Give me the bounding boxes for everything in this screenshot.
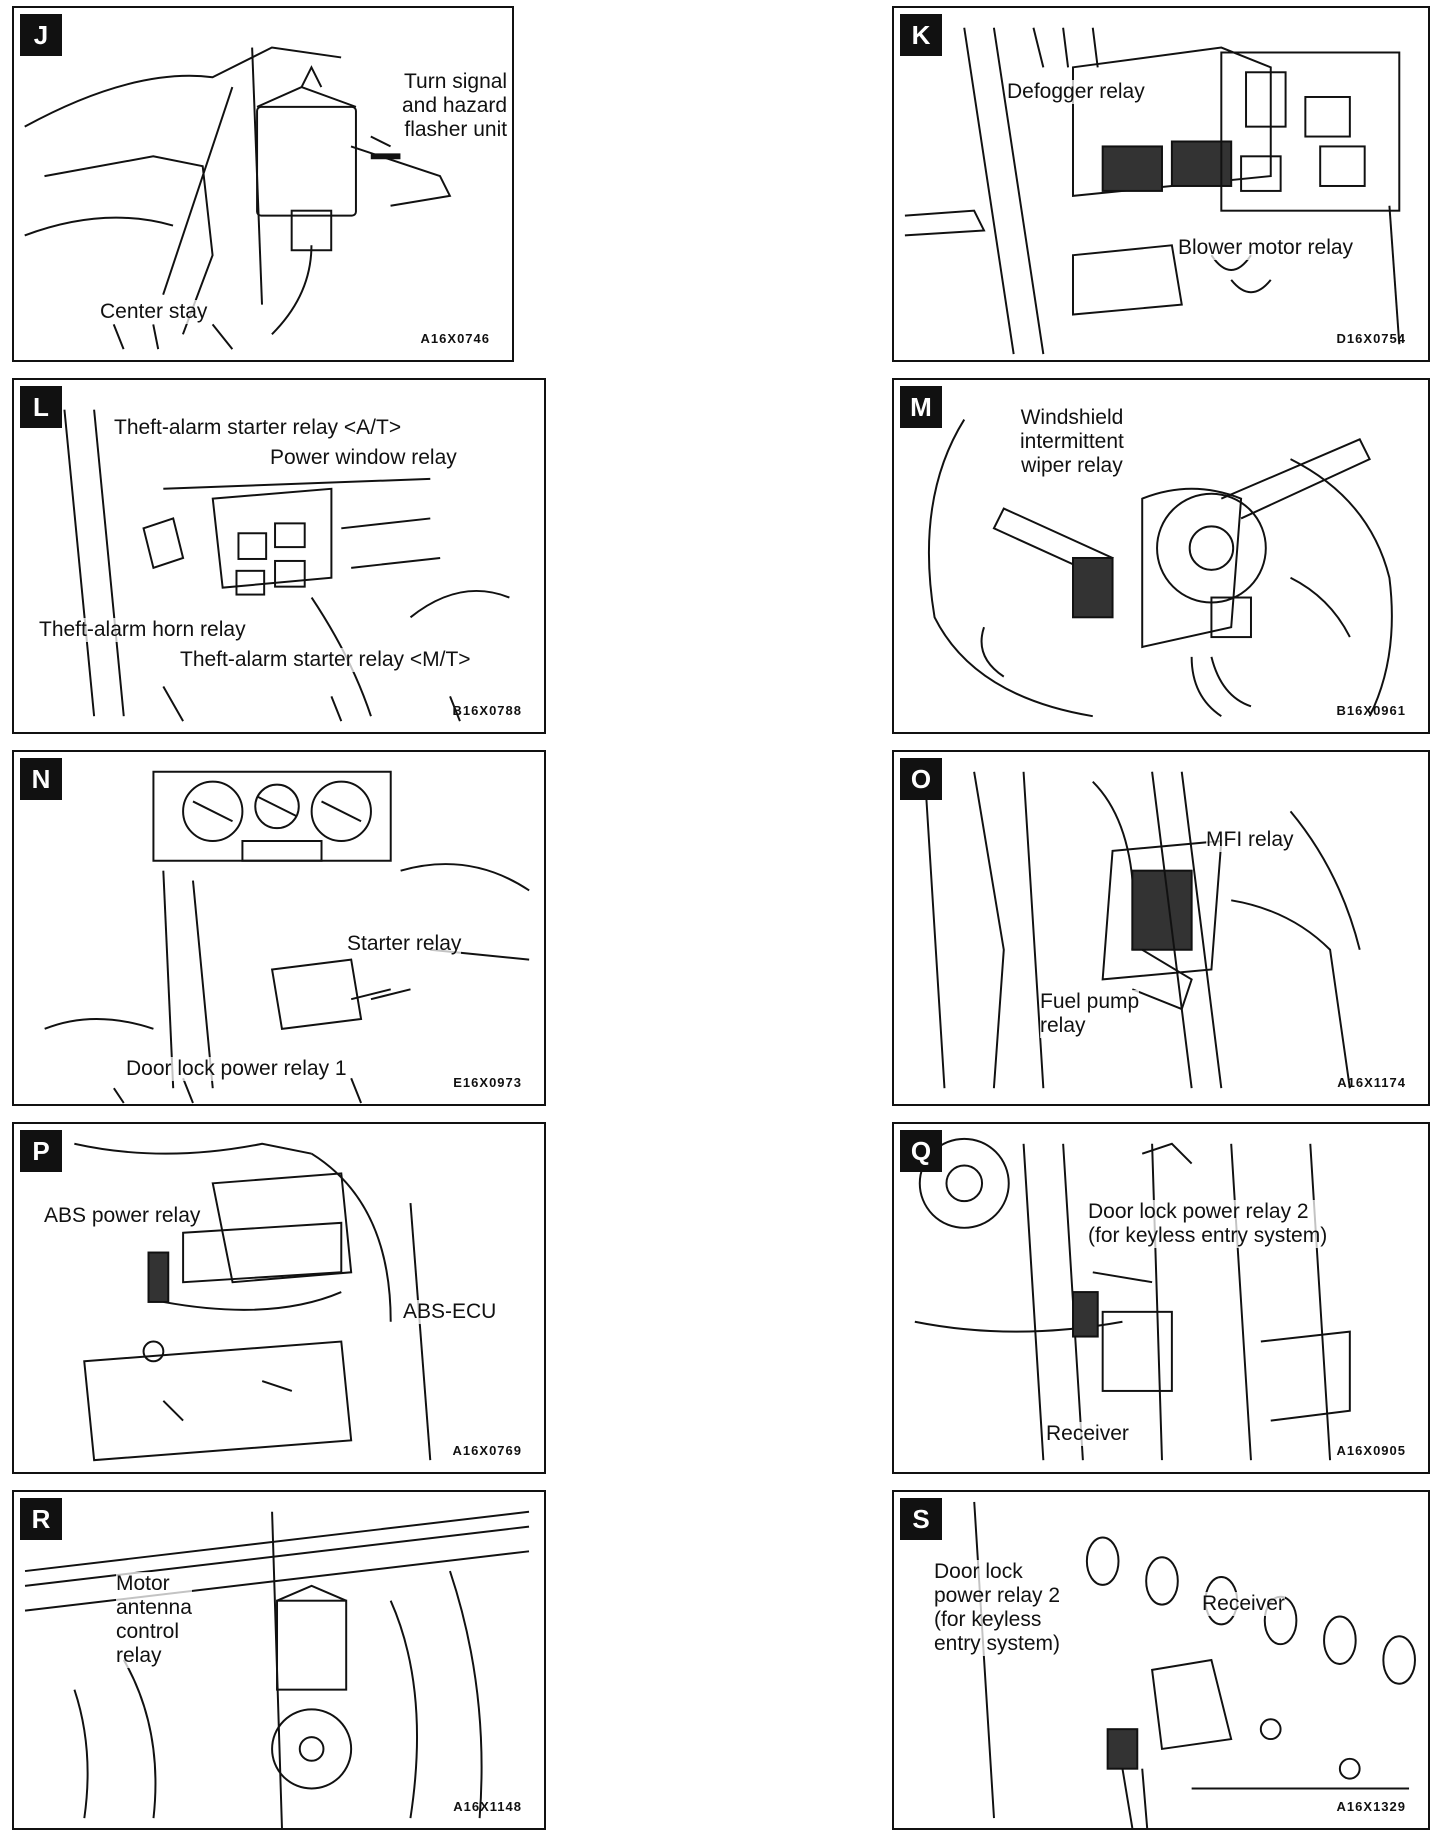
panel-k-code: D16X0754: [1336, 331, 1406, 346]
panel-k: K Defogger relay Blower motor relay D16X…: [892, 6, 1430, 362]
panel-o: O MFI relay Fuel pump relay A16X1174: [892, 750, 1430, 1106]
callout-fuel-pump-relay: Fuel pump relay: [1040, 990, 1140, 1038]
callout-door-lock-power-relay-2: Door lock power relay 2 (for keyless ent…: [1088, 1200, 1328, 1248]
panel-l-code: B16X0788: [452, 703, 522, 718]
panel-q: Q Door lock power relay 2 (for keyless e…: [892, 1122, 1430, 1474]
panel-q-illustration: [914, 1137, 1351, 1461]
callout-theft-alarm-starter-relay-at: Theft-alarm starter relay <A/T>: [114, 416, 402, 440]
callout-starter-relay: Starter relay: [347, 932, 462, 956]
callout-theft-alarm-starter-relay-mt: Theft-alarm starter relay <M/T>: [180, 648, 471, 672]
panel-m-illustration: [927, 419, 1393, 718]
panel-q-code: A16X0905: [1336, 1443, 1406, 1458]
panel-r-illustration: [24, 1510, 530, 1828]
panel-s-letter: S: [900, 1498, 942, 1540]
panel-p-illustration: [74, 1142, 432, 1462]
callout-door-lock-power-relay-2: Door lock power relay 2 (for keyless ent…: [934, 1560, 1061, 1656]
panel-j-code: A16X0746: [420, 331, 490, 346]
panel-p-letter: P: [20, 1130, 62, 1172]
panel-q-letter: Q: [900, 1130, 942, 1172]
panel-m-letter: M: [900, 386, 942, 428]
panel-s-illustration: [973, 1501, 1416, 1828]
callout-blower-motor-relay: Blower motor relay: [1178, 236, 1354, 260]
panel-n-code: E16X0973: [453, 1075, 522, 1090]
callout-windshield-wiper-relay: Windshield intermittent wiper relay: [1020, 406, 1124, 478]
callout-defogger-relay: Defogger relay: [1007, 80, 1145, 104]
panel-n-letter: N: [20, 758, 62, 800]
panel-l: L Theft-alarm starter relay <A/T> Power …: [12, 378, 546, 734]
callout-turn-signal-flasher: Turn signal and hazard flasher unit: [402, 70, 508, 142]
callout-center-stay: Center stay: [100, 300, 208, 324]
panel-m-code: B16X0961: [1336, 703, 1406, 718]
panel-n: N Starter relay Door lock power relay 1 …: [12, 750, 546, 1106]
panel-s: S Door lock power relay 2 (for keyless e…: [892, 1490, 1430, 1830]
callout-abs-ecu: ABS-ECU: [403, 1300, 497, 1324]
panel-j: J Turn signal and hazard flasher unit Ce…: [12, 6, 514, 362]
callout-abs-power-relay: ABS power relay: [44, 1204, 201, 1228]
panel-r-letter: R: [20, 1498, 62, 1540]
callout-motor-antenna-control-relay: Motor antenna control relay: [116, 1572, 192, 1668]
panel-m: M Windshield intermittent wiper relay B1…: [892, 378, 1430, 734]
panel-o-illustration: [923, 771, 1361, 1089]
callout-receiver: Receiver: [1202, 1592, 1285, 1616]
panel-o-code: A16X1174: [1337, 1075, 1406, 1090]
callout-receiver: Receiver: [1046, 1422, 1129, 1446]
panel-o-letter: O: [900, 758, 942, 800]
callout-theft-alarm-horn-relay: Theft-alarm horn relay: [39, 618, 246, 642]
panel-n-illustration: [44, 770, 530, 1104]
panel-p: P ABS power relay ABS-ECU A16X0769: [12, 1122, 546, 1474]
panel-k-letter: K: [900, 14, 942, 56]
callout-power-window-relay: Power window relay: [270, 446, 457, 470]
panel-s-code: A16X1329: [1336, 1799, 1406, 1814]
panel-j-illustration: [24, 46, 452, 350]
panel-p-code: A16X0769: [452, 1443, 522, 1458]
panel-l-letter: L: [20, 386, 62, 428]
callout-door-lock-power-relay-1: Door lock power relay 1: [126, 1057, 347, 1081]
panel-r-code: A16X1148: [453, 1799, 522, 1814]
panel-r: R Motor antenna control relay A16X1148: [12, 1490, 546, 1830]
panel-k-illustration: [904, 27, 1401, 355]
callout-mfi-relay: MFI relay: [1206, 828, 1294, 852]
panel-j-letter: J: [20, 14, 62, 56]
panel-l-illustration: [63, 409, 510, 722]
